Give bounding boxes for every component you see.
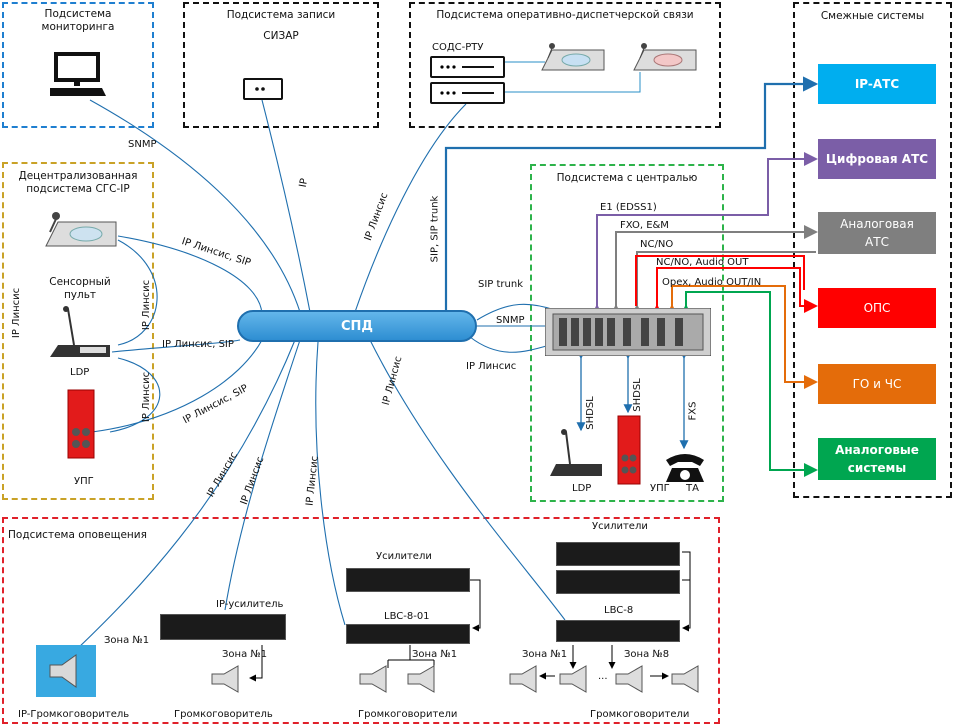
amps1-label: Усилители — [376, 551, 432, 562]
speaker-caption-1: Громкоговоритель — [174, 709, 273, 720]
link-fxs: FXS — [687, 401, 699, 421]
monitor-icon — [48, 50, 110, 104]
speaker-icon-6 — [612, 664, 652, 698]
adjacent-title: Смежные системы — [820, 10, 925, 22]
amplifier-2b — [556, 570, 680, 594]
link-sip-trunk-dispatch: SIP, SIP trunk — [429, 195, 441, 263]
recording-product: СИЗАР — [263, 30, 299, 42]
adjacent-digital-ats: Цифровая АТС — [818, 139, 936, 179]
ip-speaker-icon — [36, 645, 96, 697]
link-opex: Opex, Audio OUT/IN — [662, 277, 762, 288]
dispatch-server-1 — [430, 56, 505, 78]
adjacent-analog-systems: Аналоговые системы — [818, 438, 936, 480]
link-iplinsis-v2: IP Линсис — [141, 371, 153, 423]
amplifier-2a — [556, 542, 680, 566]
upg-label: УПГ — [74, 476, 94, 487]
monitoring-title: Подсистема мониторинга — [41, 8, 115, 33]
zone-ip-amp-left: Зона №1 — [104, 635, 150, 646]
zone-ip-amp: Зона №1 — [222, 649, 268, 660]
link-e1: E1 (EDSS1) — [600, 202, 657, 213]
link-ip-recording: IP — [297, 177, 311, 189]
ip-speaker-label: IP-Громкоговоритель — [18, 709, 130, 720]
adjacent-ip-ats: IP-АТС — [818, 64, 936, 104]
link-shdsl-2: SHDSL — [631, 378, 643, 412]
monitoring-frame — [2, 2, 154, 128]
central-title: Подсистема с централью — [556, 172, 698, 184]
speaker-icon-2 — [356, 664, 396, 698]
dispatch-title: Подсистема оперативно-диспетчерской связ… — [436, 9, 694, 21]
decentral-title: Децентрализованная подсистема СГС-IP — [18, 170, 138, 195]
amps2-label: Усилители — [592, 521, 648, 532]
zone-lbc8-1: Зона №1 — [522, 649, 568, 660]
link-nc-no-audio: NC/NO, Audio OUT — [656, 257, 749, 268]
alert-title: Подсистема оповещения — [8, 529, 147, 541]
dispatch-frame — [409, 2, 721, 128]
speaker-icon-4 — [506, 664, 546, 698]
lbc8-label: LBC-8 — [604, 605, 634, 616]
speaker-caption-2: Громкоговорители — [358, 709, 458, 720]
link-snmp-central: SNMP — [496, 315, 525, 326]
sensor-console-icon — [42, 210, 120, 254]
speaker-icon-5 — [556, 664, 596, 698]
speaker-icon-3 — [404, 664, 444, 698]
speaker-dots: ... — [598, 671, 608, 682]
ldp-icon — [48, 305, 114, 365]
ldp2-label: LDP — [572, 483, 592, 494]
link-iplinsis-left: IP Линсис — [11, 287, 23, 339]
sods-rtu-label: СОДС-РТУ — [432, 42, 484, 53]
recorder-device — [243, 78, 283, 100]
speaker-caption-3: Громкоговорители — [590, 709, 690, 720]
sensor-panel-label: Сенсорный пульт — [49, 276, 111, 301]
ta-label: ТА — [686, 483, 699, 494]
lbc801-device — [346, 624, 470, 644]
dispatch-console-icon-2 — [630, 42, 700, 78]
adjacent-analog-ats: Аналоговая АТС — [818, 212, 936, 254]
speaker-icon-7 — [668, 664, 708, 698]
dispatch-console-icon — [538, 42, 608, 78]
lbc8-device — [556, 620, 680, 642]
zone-lbc801: Зона №1 — [412, 649, 458, 660]
alert-frame — [2, 517, 720, 724]
zone-lbc8-8: Зона №8 — [624, 649, 670, 660]
ldp-label: LDP — [70, 367, 90, 378]
speaker-icon-1 — [208, 664, 248, 698]
upg2-icon — [616, 414, 642, 490]
link-nc-no: NC/NO — [640, 239, 674, 250]
link-iplinsis-central: IP Линсис — [466, 361, 517, 372]
link-iplinsis-sip-2: IP Линсис, SIP — [162, 339, 234, 350]
phone-icon — [664, 450, 706, 488]
decentral-frame — [2, 162, 154, 500]
ldp2-icon — [548, 428, 604, 484]
recording-frame — [183, 2, 379, 128]
link-iplinsis-v1: IP Линсис — [141, 279, 153, 331]
dispatch-server-2 — [430, 82, 505, 104]
upg-icon — [66, 388, 96, 464]
adjacent-ops: ОПС — [818, 288, 936, 328]
central-rack — [544, 307, 712, 357]
amplifier-1 — [346, 568, 470, 592]
ip-amp-label: IP-усилитель — [216, 599, 284, 610]
link-fxo: FXO, E&M — [620, 220, 669, 231]
ip-amplifier — [160, 614, 286, 640]
lbc801-label: LBC-8-01 — [384, 611, 430, 622]
spd-network: СПД — [237, 310, 477, 342]
link-sip-trunk-central: SIP trunk — [478, 279, 524, 290]
upg2-label: УПГ — [650, 483, 670, 494]
adjacent-go-chs: ГО и ЧС — [818, 364, 936, 404]
link-snmp-monitoring: SNMP — [128, 139, 157, 150]
link-shdsl-1: SHDSL — [584, 396, 596, 430]
recording-title: Подсистема записи — [226, 9, 336, 21]
